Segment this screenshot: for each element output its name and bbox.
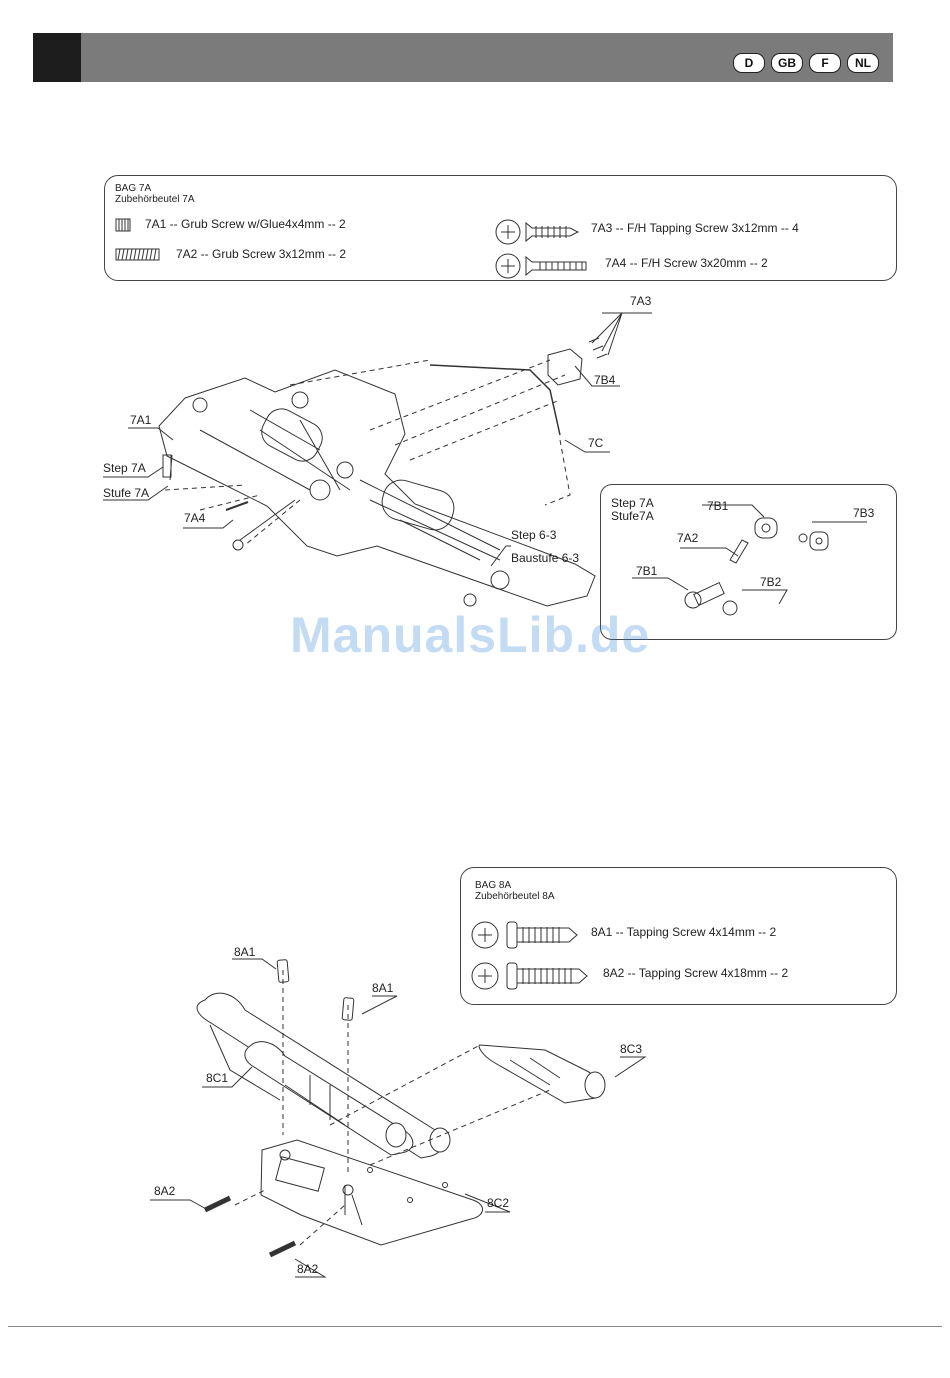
inset-callout-7a2: 7A2 xyxy=(677,531,699,545)
callout-8a1-left: 8A1 xyxy=(234,945,256,959)
part-label-7a4: 7A4 -- F/H Screw 3x20mm -- 2 xyxy=(605,256,768,270)
callout-baustufe-6-3: Baustufe 6-3 xyxy=(511,551,580,565)
step-8a-leaders xyxy=(150,958,647,1278)
callout-stufe-7a: Stufe 7A xyxy=(103,486,150,500)
callout-8c2: 8C2 xyxy=(487,1196,510,1210)
callout-7a4: 7A4 xyxy=(184,511,206,525)
grub-screw-long-icon xyxy=(115,248,160,261)
inset-stufe-7a: Stufe7A xyxy=(611,509,654,523)
part-label-8a1: 8A1 -- Tapping Screw 4x14mm -- 2 xyxy=(591,925,777,939)
callout-8a2-bottom: 8A2 xyxy=(297,1262,319,1276)
callout-8c1: 8C1 xyxy=(206,1071,229,1085)
callout-8c3: 8C3 xyxy=(620,1042,643,1056)
inset-callout-7b3: 7B3 xyxy=(853,506,875,520)
fh-screw-icon xyxy=(495,253,587,279)
callout-step-7a: Step 7A xyxy=(103,461,146,475)
callout-7b4: 7B4 xyxy=(594,373,616,387)
part-label-8a2: 8A2 -- Tapping Screw 4x18mm -- 2 xyxy=(603,966,789,980)
lang-badge-f[interactable]: F xyxy=(809,53,841,73)
callout-8a2-left: 8A2 xyxy=(154,1184,176,1198)
part-label-7a3: 7A3 -- F/H Tapping Screw 3x12mm -- 4 xyxy=(591,221,799,235)
header-block xyxy=(33,33,81,82)
callout-7c: 7C xyxy=(588,436,604,450)
callout-7a3: 7A3 xyxy=(630,294,652,308)
footer-divider xyxy=(8,1326,942,1327)
bag-8a-title: BAG 8A xyxy=(475,880,512,891)
fh-tapping-screw-icon xyxy=(495,219,580,245)
callout-step-6-3: Step 6-3 xyxy=(511,528,557,542)
inset-callout-7b2: 7B2 xyxy=(760,575,782,589)
lang-badge-nl[interactable]: NL xyxy=(847,53,879,73)
inset-parts xyxy=(632,504,867,616)
bag-8a-box: BAG 8A Zubehörbeutel 8A 8A1 -- Tapping S… xyxy=(460,867,897,1005)
bag-7a-subtitle: Zubehörbeutel 7A xyxy=(115,194,195,205)
callout-8a1-right: 8A1 xyxy=(372,981,394,995)
bumper-drawing xyxy=(196,959,606,1258)
lang-badge-d[interactable]: D xyxy=(733,53,765,73)
lang-badge-gb[interactable]: GB xyxy=(771,53,803,73)
inset-callout-7b1-bottom: 7B1 xyxy=(636,564,658,578)
part-label-7a1: 7A1 -- Grub Screw w/Glue4x4mm -- 2 xyxy=(145,217,346,231)
callout-7a1: 7A1 xyxy=(130,413,152,427)
step-7a-inset-box xyxy=(600,484,897,640)
inset-callout-7b1-top: 7B1 xyxy=(707,499,729,513)
step-7a-leaders xyxy=(103,312,652,567)
tapping-screw-4x18-icon xyxy=(471,962,588,990)
tapping-screw-4x14-icon xyxy=(471,921,578,949)
bag-7a-box: BAG 7A Zubehörbeutel 7A 7A1 -- Grub Scre… xyxy=(104,175,897,281)
chassis-drawing xyxy=(158,337,608,607)
grub-screw-short-icon xyxy=(115,218,131,232)
watermark: ManualsLib.de xyxy=(290,607,651,663)
bag-8a-subtitle: Zubehörbeutel 8A xyxy=(475,891,555,902)
inset-step-7a: Step 7A xyxy=(611,496,654,510)
bag-7a-title: BAG 7A xyxy=(115,183,152,194)
part-label-7a2: 7A2 -- Grub Screw 3x12mm -- 2 xyxy=(176,247,347,261)
header-bar: D GB F NL xyxy=(33,33,893,82)
language-selector: D GB F NL xyxy=(733,53,879,73)
